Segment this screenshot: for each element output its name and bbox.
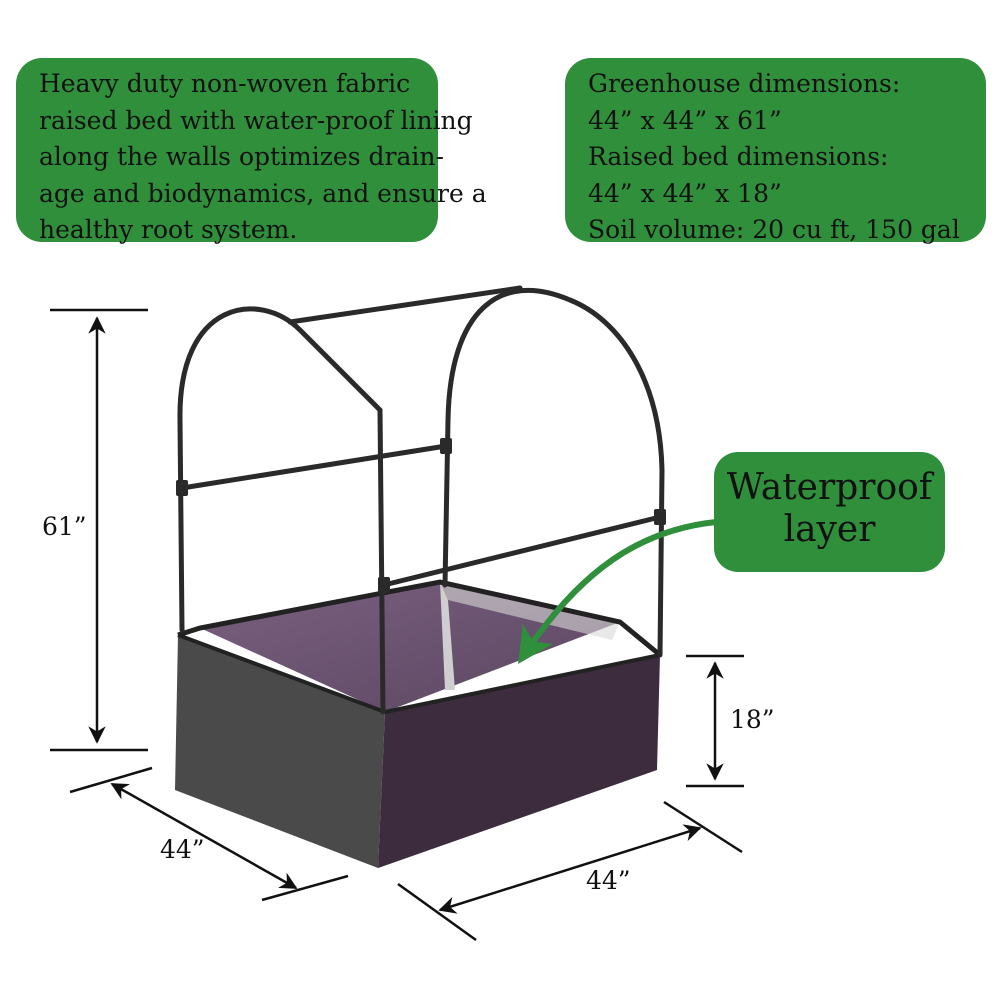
- callout-line: layer: [783, 509, 876, 550]
- callout-line: Raised bed dimensions:: [588, 142, 889, 171]
- depth-label: 44”: [160, 835, 205, 864]
- front-arch: [177, 306, 386, 715]
- bed-rim-right: [384, 653, 661, 714]
- dimension-lines: [50, 308, 744, 942]
- callout-line: Waterproof: [726, 467, 933, 508]
- width-left-tick: [397, 882, 477, 942]
- depth-left-tick: [69, 766, 153, 794]
- right-side-pole: [381, 514, 663, 588]
- callout-line: Greenhouse dimensions:: [588, 69, 901, 98]
- callout-line: Soil volume: 20 cu ft, 150 gal: [588, 215, 960, 244]
- bed-back-wall: [440, 582, 620, 640]
- depth-arrow: [110, 782, 298, 890]
- frame-joint: [654, 509, 666, 525]
- raised-bed: [175, 579, 662, 868]
- width-right-tick: [663, 800, 743, 854]
- width-arrow: [438, 824, 702, 914]
- left-side-pole: [179, 443, 449, 491]
- fabric-description-callout: Heavy duty non-woven fabric raised bed w…: [16, 58, 487, 244]
- dimensions-callout: Greenhouse dimensions: 44” x 44” x 61” R…: [565, 58, 986, 244]
- depth-right-tick: [261, 874, 349, 902]
- frame-joint: [176, 480, 188, 496]
- greenhouse-frame: [177, 285, 665, 715]
- top-ridge-pole: [287, 285, 523, 325]
- callout-line: Heavy duty non-woven fabric: [39, 69, 411, 98]
- callout-line: 44” x 44” x 18”: [588, 178, 782, 208]
- waterproof-pointer-arrow: [518, 519, 717, 665]
- callout-line: age and biodynamics, and ensure a: [39, 178, 487, 208]
- bed-inner-right-wall: [440, 582, 455, 690]
- bed-rim-front: [177, 633, 386, 714]
- bed-rim: [177, 579, 662, 657]
- callout-line: healthy root system.: [39, 215, 298, 244]
- bed-front-wall: [378, 655, 660, 868]
- back-arch: [442, 288, 665, 658]
- callout-line: 44” x 44” x 61”: [588, 105, 782, 135]
- callout-line: raised bed with water-proof lining: [39, 105, 473, 135]
- frame-joint: [378, 577, 390, 593]
- frame-joints: [176, 438, 666, 593]
- callout-line: along the walls optimizes drain-: [39, 142, 444, 171]
- width-label: 44”: [586, 866, 631, 895]
- bed-height-label: 18”: [730, 705, 775, 734]
- height-total-label: 61”: [42, 512, 87, 541]
- frame-joint: [440, 438, 452, 454]
- waterproof-layer-callout: Waterproof layer: [714, 452, 945, 572]
